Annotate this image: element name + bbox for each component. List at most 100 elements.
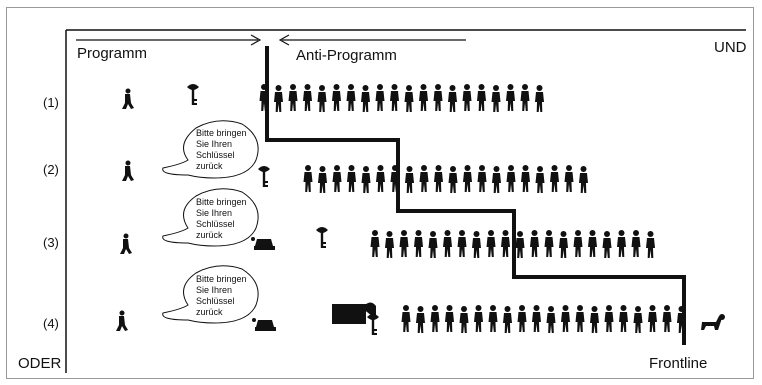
person-icon bbox=[361, 85, 370, 112]
walker-icon bbox=[122, 160, 134, 181]
person-icon bbox=[648, 305, 657, 332]
person-icon bbox=[515, 231, 525, 258]
row-label-2: (2) bbox=[43, 162, 59, 177]
person-icon bbox=[401, 305, 411, 332]
person-icon bbox=[416, 306, 425, 333]
walker-icon bbox=[120, 233, 132, 254]
person-icon bbox=[561, 305, 570, 332]
person-icon bbox=[662, 305, 672, 332]
person-icon bbox=[544, 230, 554, 257]
key-icon bbox=[367, 314, 379, 335]
person-icon bbox=[448, 166, 458, 193]
person-icon bbox=[390, 84, 399, 111]
key-icon bbox=[316, 227, 328, 248]
bubble-line: Sie Ihren bbox=[196, 285, 233, 295]
person-icon bbox=[445, 305, 454, 332]
person-icon bbox=[486, 230, 496, 257]
person-icon bbox=[303, 84, 312, 111]
person-icon bbox=[579, 166, 588, 193]
bubble-text-4: Bitte bringen Sie Ihren Schlüssel zurück bbox=[196, 274, 268, 318]
person-icon bbox=[303, 165, 313, 192]
person-icon bbox=[361, 166, 371, 193]
door-icon bbox=[332, 302, 376, 324]
bubble-line: zurück bbox=[196, 161, 223, 171]
person-icon bbox=[385, 231, 394, 258]
person-icon bbox=[604, 305, 614, 332]
person-icon bbox=[404, 85, 414, 112]
person-icon bbox=[602, 231, 612, 258]
person-icon bbox=[535, 166, 545, 193]
anti-program-arrowhead bbox=[278, 34, 290, 46]
bubble-line: Bitte bringen bbox=[196, 128, 247, 138]
person-icon bbox=[430, 305, 440, 332]
crowds bbox=[259, 84, 686, 333]
person-icon bbox=[575, 305, 585, 332]
bubble-line: zurück bbox=[196, 230, 223, 240]
person-icon bbox=[488, 305, 498, 332]
person-icon bbox=[532, 305, 541, 332]
speech-bubble-4 bbox=[162, 265, 259, 324]
person-icon bbox=[332, 165, 342, 192]
person-icon bbox=[492, 166, 501, 193]
program-arrowhead bbox=[250, 34, 262, 46]
bubble-line: Bitte bringen bbox=[196, 274, 247, 284]
person-icon bbox=[564, 165, 574, 192]
person-icon bbox=[463, 165, 472, 192]
person-icon bbox=[633, 306, 643, 333]
bubble-text-3: Bitte bringen Sie Ihren Schlüssel zurück bbox=[196, 197, 268, 241]
program-label: Programm bbox=[77, 45, 148, 62]
person-icon bbox=[462, 84, 472, 111]
person-icon bbox=[419, 84, 428, 111]
anti-program-label: Anti-Programm bbox=[296, 47, 397, 64]
person-icon bbox=[588, 230, 597, 257]
person-icon bbox=[448, 85, 457, 112]
person-icon bbox=[590, 306, 599, 333]
bubble-line: Schlüssel bbox=[196, 150, 235, 160]
diagram-frame bbox=[6, 7, 754, 379]
bubble-line: Schlüssel bbox=[196, 219, 235, 229]
person-icon bbox=[346, 84, 356, 111]
speech-bubble-3 bbox=[162, 188, 259, 247]
person-icon bbox=[535, 85, 544, 112]
walker-icon bbox=[116, 310, 128, 331]
person-icon bbox=[477, 165, 487, 192]
person-icon bbox=[414, 230, 423, 257]
bubble-line: Schlüssel bbox=[196, 296, 235, 306]
person-icon bbox=[506, 165, 516, 192]
person-icon bbox=[517, 305, 527, 332]
bubble-text-2: Bitte bringen Sie Ihren Schlüssel zurück bbox=[196, 128, 268, 172]
person-icon bbox=[370, 230, 380, 257]
bubble-line: Sie Ihren bbox=[196, 208, 233, 218]
person-icon bbox=[631, 230, 641, 257]
person-icon bbox=[433, 84, 443, 111]
frontline-label: Frontline bbox=[649, 355, 708, 372]
person-icon bbox=[434, 165, 443, 192]
person-icon bbox=[546, 306, 556, 333]
person-icon bbox=[405, 166, 414, 193]
row-label-3: (3) bbox=[43, 235, 59, 250]
person-icon bbox=[617, 230, 626, 257]
and-label: UND bbox=[714, 39, 747, 56]
person-icon bbox=[274, 85, 283, 112]
person-icon bbox=[491, 85, 501, 112]
person-icon bbox=[501, 230, 510, 257]
person-icon bbox=[472, 231, 481, 258]
person-icon bbox=[399, 230, 409, 257]
person-icon bbox=[477, 84, 486, 111]
person-icon bbox=[550, 165, 559, 192]
person-icon bbox=[573, 230, 583, 257]
person-icon bbox=[474, 305, 483, 332]
weight-icon bbox=[252, 318, 276, 331]
bubble-line: zurück bbox=[196, 307, 223, 317]
person-icon bbox=[376, 165, 385, 192]
person-icon bbox=[317, 85, 327, 112]
frontline-path bbox=[265, 46, 686, 345]
person-icon bbox=[443, 230, 452, 257]
person-icon bbox=[619, 305, 628, 332]
person-icon bbox=[419, 165, 429, 192]
person-icon bbox=[559, 231, 568, 258]
bubble-line: Sie Ihren bbox=[196, 139, 233, 149]
person-icon bbox=[521, 165, 530, 192]
person-icon bbox=[288, 84, 298, 111]
